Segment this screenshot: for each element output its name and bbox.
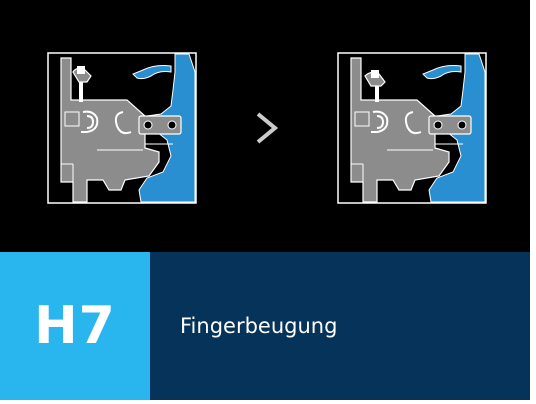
title-label: Fingerbeugung <box>180 314 338 338</box>
right-margin <box>530 0 536 404</box>
title-panel: Fingerbeugung <box>150 252 530 400</box>
code-label: H7 <box>34 296 116 356</box>
bottom-margin <box>0 400 536 404</box>
machine-operator-after-icon <box>337 52 487 204</box>
machine-operator-before-icon <box>47 52 197 204</box>
label-bar: H7 Fingerbeugung <box>0 252 530 400</box>
chevron-right-icon <box>256 112 279 144</box>
illustration-area <box>47 52 487 204</box>
pictogram-card: H7 Fingerbeugung <box>0 0 530 400</box>
code-badge: H7 <box>0 252 150 400</box>
